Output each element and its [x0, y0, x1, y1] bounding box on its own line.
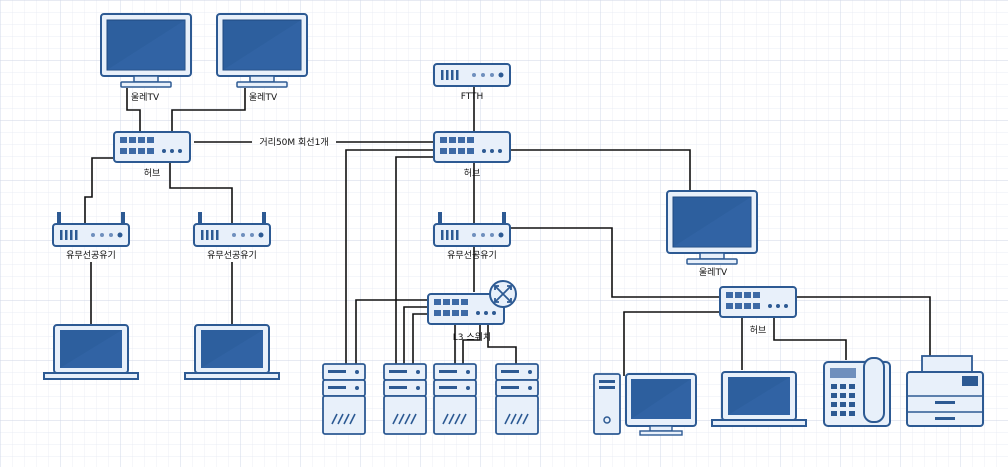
hub-left-icon[interactable]: [113, 131, 191, 163]
router-left-label: 유무선공유기: [66, 250, 116, 261]
ftth-modem-icon[interactable]: [433, 63, 511, 87]
server-1-icon[interactable]: [322, 363, 366, 435]
tv-top-left-icon[interactable]: [100, 13, 192, 88]
laptop-right-icon[interactable]: [184, 324, 280, 380]
hub-left-label: 허브: [144, 168, 161, 179]
tv-right-label: 울레TV: [699, 267, 728, 278]
laptop-left-icon[interactable]: [43, 324, 139, 380]
hub-center-label: 허브: [464, 168, 481, 179]
printer-icon[interactable]: [906, 355, 984, 427]
tv-right-icon[interactable]: [666, 190, 758, 265]
connection-lines: [84, 86, 931, 376]
tv-top-left-label: 울레TV: [131, 92, 160, 103]
phone-icon[interactable]: [823, 357, 891, 427]
ftth-label: FTTH: [461, 92, 484, 102]
hub-center-icon[interactable]: [433, 131, 511, 163]
desktop-pc-icon[interactable]: [593, 373, 697, 436]
link-distance-label: 거리50M 회선1개: [259, 137, 328, 148]
server-4-icon[interactable]: [495, 363, 539, 435]
l3-switch-icon[interactable]: [427, 280, 517, 325]
router-center-label: 유무선공유기: [447, 250, 497, 261]
tv-top-right-label: 울레TV: [249, 92, 278, 103]
hub-right-icon[interactable]: [719, 286, 797, 318]
server-3-icon[interactable]: [433, 363, 477, 435]
router-right-label: 유무선공유기: [207, 250, 257, 261]
hub-right-label: 허브: [750, 325, 767, 336]
tv-top-right-icon[interactable]: [216, 13, 308, 88]
server-2-icon[interactable]: [383, 363, 427, 435]
laptop-office-icon[interactable]: [711, 371, 807, 427]
l3-switch-label: L3 스위치: [453, 331, 491, 343]
